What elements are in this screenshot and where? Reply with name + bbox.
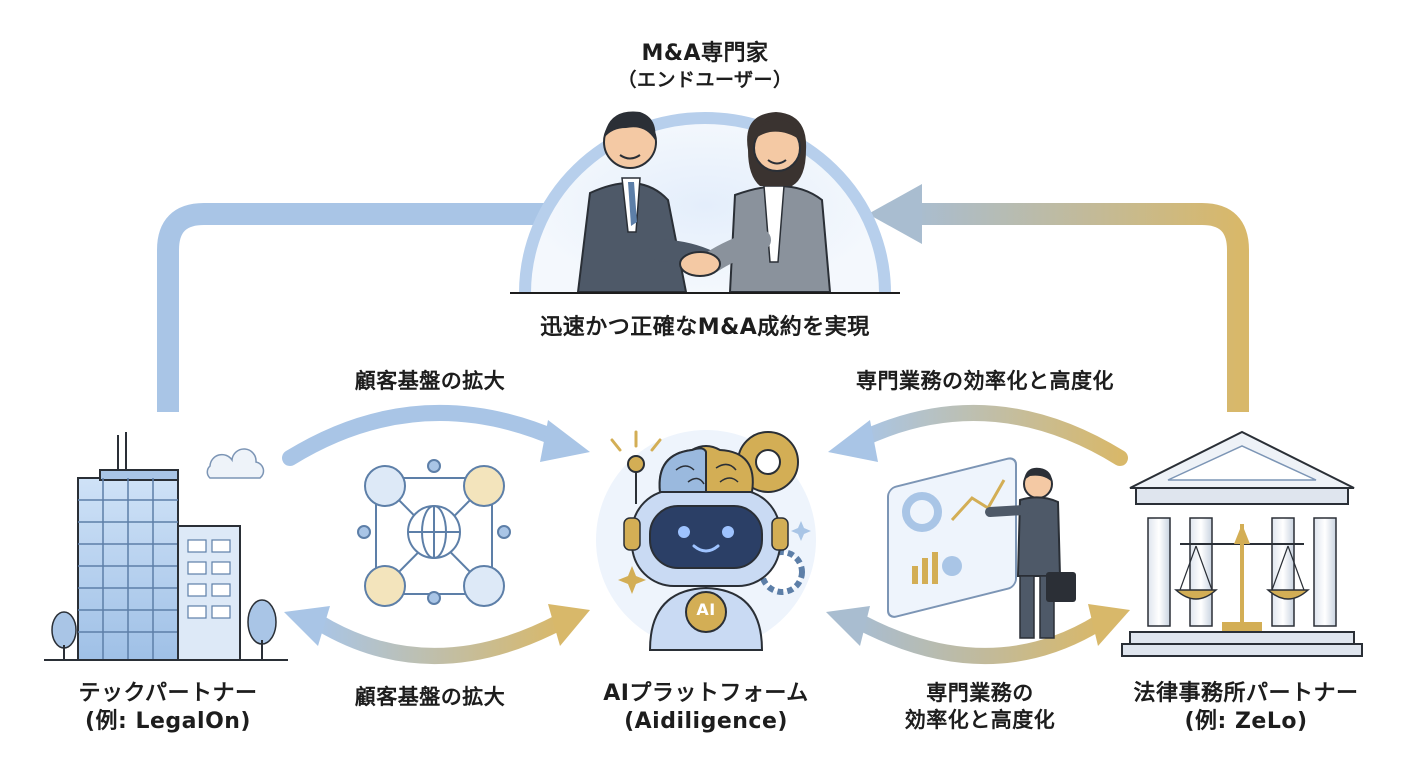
flow-arrow-right-top xyxy=(828,405,1128,466)
tech-partner-title: テックパートナー xyxy=(78,681,258,706)
ai-platform-name: (Aidiligence) xyxy=(624,709,788,735)
office-building-icon xyxy=(44,432,288,661)
business-presenter-icon xyxy=(887,457,1076,639)
ai-platform-title: AIプラットフォーム xyxy=(603,681,809,706)
ai-platform-label: AIプラットフォーム (Aidiligence) xyxy=(566,680,846,736)
ai-robot-icon xyxy=(596,430,816,651)
end-user-label: M&A専門家 （エンドユーザー） xyxy=(555,40,855,92)
flow-arrow-left-top xyxy=(282,404,590,466)
left-loop-arrow xyxy=(157,203,545,412)
law-firm-partner-example: (例: ZeLo) xyxy=(1184,709,1308,735)
end-user-subtitle: （エンドユーザー） xyxy=(617,69,793,92)
tech-partner-example: (例: LegalOn) xyxy=(84,709,251,735)
flow-arrow-left-bottom xyxy=(284,604,590,664)
end-user-title: M&A専門家 xyxy=(641,41,769,66)
right-flow-bottom-line1: 専門業務の xyxy=(926,681,1034,705)
customer-network-icon xyxy=(357,459,511,607)
right-loop-arrow xyxy=(868,184,1249,412)
flow-arrow-right-bottom xyxy=(826,604,1130,664)
law-firm-partner-title: 法律事務所パートナー xyxy=(1133,681,1359,706)
right-flow-bottom-line2: 効率化と高度化 xyxy=(904,707,1056,732)
handshake-people-icon xyxy=(510,111,900,294)
tech-partner-label: テックパートナー (例: LegalOn) xyxy=(30,680,306,736)
ai-badge-text: AI xyxy=(696,600,716,619)
left-flow-bottom-label: 顧客基盤の拡大 xyxy=(354,685,506,709)
law-firm-partner-label: 法律事務所パートナー (例: ZeLo) xyxy=(1096,680,1396,736)
left-flow-top-label: 顧客基盤の拡大 xyxy=(354,369,506,393)
top-caption: 迅速かつ正確なM&A成約を実現 xyxy=(540,315,870,340)
courthouse-scales-icon xyxy=(1121,430,1363,657)
right-flow-top-label: 専門業務の効率化と高度化 xyxy=(856,369,1114,393)
right-flow-bottom-label: 専門業務の 効率化と高度化 xyxy=(860,680,1100,734)
